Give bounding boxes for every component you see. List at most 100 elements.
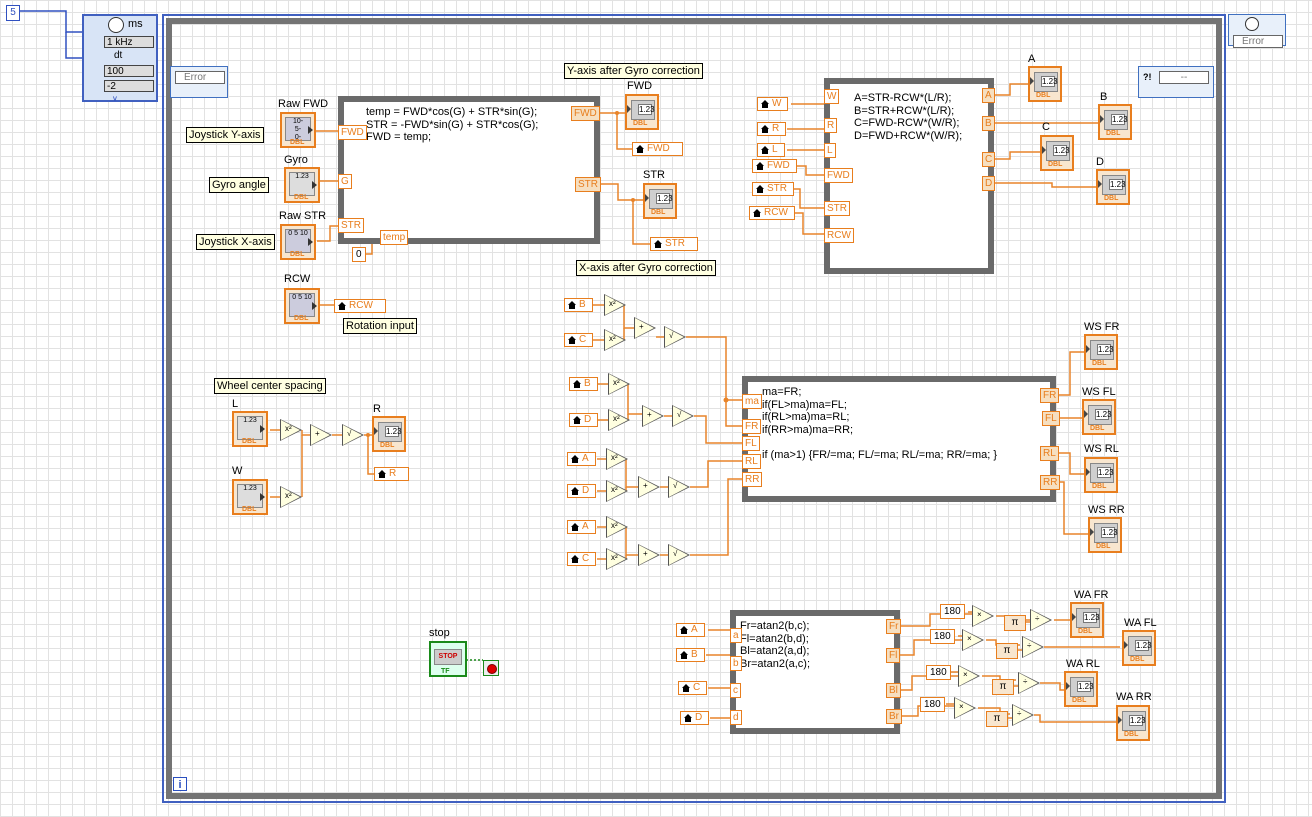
add-function[interactable]: + xyxy=(638,476,660,498)
divide-function[interactable]: ÷ xyxy=(1012,704,1034,726)
square-function[interactable]: x² xyxy=(608,409,630,431)
square-function[interactable]: x² xyxy=(280,486,302,508)
square-function[interactable]: x² xyxy=(606,448,628,470)
divide-function[interactable]: ÷ xyxy=(1022,636,1044,658)
pi-constant[interactable]: π xyxy=(992,679,1014,695)
local-b-read[interactable]: B xyxy=(569,377,598,391)
local-r-write[interactable]: R xyxy=(374,467,410,481)
pi-constant[interactable]: π xyxy=(1004,615,1026,631)
timer-offset[interactable]: -2 xyxy=(104,80,154,92)
multiply-function[interactable]: × xyxy=(962,629,984,651)
square-function[interactable]: x² xyxy=(606,548,628,570)
constant-180[interactable]: 180 xyxy=(920,697,945,712)
sqrt-function[interactable]: √ xyxy=(668,544,690,566)
local-str-write[interactable]: STR xyxy=(650,237,698,251)
local-a-read[interactable]: A xyxy=(567,452,596,466)
local-b-read[interactable]: B xyxy=(564,298,593,312)
local-fwd-write[interactable]: FWD xyxy=(632,142,683,156)
loop-condition-icon[interactable] xyxy=(483,660,499,676)
constant-180[interactable]: 180 xyxy=(930,629,955,644)
pi-constant[interactable]: π xyxy=(986,711,1008,727)
divide-function[interactable]: ÷ xyxy=(1030,609,1052,631)
square-function[interactable]: x² xyxy=(604,329,626,351)
add-function[interactable]: + xyxy=(634,317,656,339)
add-function[interactable]: + xyxy=(310,424,332,446)
local-b-read[interactable]: B xyxy=(676,648,705,662)
local-str-read[interactable]: STR xyxy=(752,182,794,196)
formula-code[interactable]: ma=FR; if(FL>ma)ma=FL; if(RL>ma)ma=RL; i… xyxy=(762,386,998,461)
formula-code[interactable]: temp = FWD*cos(G) + STR*sin(G); STR = -F… xyxy=(366,106,539,143)
local-a-read[interactable]: A xyxy=(676,623,705,637)
multiply-function[interactable]: × xyxy=(958,665,980,687)
local-w-read[interactable]: W xyxy=(757,97,789,111)
formula-node-rotate[interactable]: temp = FWD*cos(G) + STR*sin(G); STR = -F… xyxy=(338,96,600,244)
local-r-read[interactable]: R xyxy=(757,122,787,136)
status-cluster[interactable]: -- ?! xyxy=(1138,66,1214,98)
pi-constant[interactable]: π xyxy=(996,643,1018,659)
numeric-constant[interactable]: 5 xyxy=(6,5,20,21)
formula-code[interactable]: A=STR-RCW*(L/R); B=STR+RCW*(L/R); C=FWD-… xyxy=(854,92,963,142)
constant-180[interactable]: 180 xyxy=(926,665,951,680)
iteration-terminal[interactable]: i xyxy=(173,777,187,791)
square-function[interactable]: x² xyxy=(604,294,626,316)
local-d-read[interactable]: D xyxy=(569,413,599,427)
local-c-read[interactable]: C xyxy=(564,333,594,347)
error-out-cluster[interactable]: Error xyxy=(1228,14,1286,48)
add-function[interactable]: + xyxy=(638,544,660,566)
divide-function[interactable]: ÷ xyxy=(1018,672,1040,694)
local-d-read[interactable]: D xyxy=(567,484,597,498)
square-function[interactable]: x² xyxy=(606,516,628,538)
multiply-function[interactable]: × xyxy=(954,697,976,719)
wait-timer-node[interactable]: ms 1 kHz dt 100 -2 ∨ xyxy=(82,14,158,103)
error-in-cluster[interactable]: Error xyxy=(170,66,228,98)
local-rcw-read[interactable]: RCW xyxy=(749,206,795,220)
square-function[interactable]: x² xyxy=(280,419,302,441)
raw-fwd-control[interactable]: 10-5-0-DBL xyxy=(280,112,316,148)
multiply-function[interactable]: × xyxy=(972,605,994,627)
local-a-read[interactable]: A xyxy=(567,520,596,534)
local-fwd-read[interactable]: FWD xyxy=(752,159,797,173)
formula-node-angles[interactable]: Fr=atan2(b,c); Fl=atan2(b,d); Bl=atan2(a… xyxy=(730,610,900,734)
add-function[interactable]: + xyxy=(642,405,664,427)
formula-node-normalize[interactable]: ma=FR; if(FL>ma)ma=FL; if(RL>ma)ma=RL; i… xyxy=(742,376,1056,502)
local-c-read[interactable]: C xyxy=(678,681,708,695)
formula-code[interactable]: Fr=atan2(b,c); Fl=atan2(b,d); Bl=atan2(a… xyxy=(740,620,811,670)
local-c-read[interactable]: C xyxy=(567,552,597,566)
sqrt-function[interactable]: √ xyxy=(668,476,690,498)
constant-180[interactable]: 180 xyxy=(940,604,965,619)
sqrt-function[interactable]: √ xyxy=(664,326,686,348)
while-loop[interactable] xyxy=(166,18,1222,799)
timer-rate[interactable]: 1 kHz xyxy=(104,36,154,48)
chevron-down-icon[interactable]: ∨ xyxy=(112,94,118,103)
timer-count[interactable]: 100 xyxy=(104,65,154,77)
square-function[interactable]: x² xyxy=(606,480,628,502)
sqrt-function[interactable]: √ xyxy=(672,405,694,427)
square-function[interactable]: x² xyxy=(608,373,630,395)
local-l-read[interactable]: L xyxy=(757,143,785,157)
local-d-read[interactable]: D xyxy=(680,711,710,725)
zero-constant[interactable]: 0 xyxy=(352,247,366,262)
local-rcw-write[interactable]: RCW xyxy=(334,299,386,313)
sqrt-function[interactable]: √ xyxy=(342,424,364,446)
